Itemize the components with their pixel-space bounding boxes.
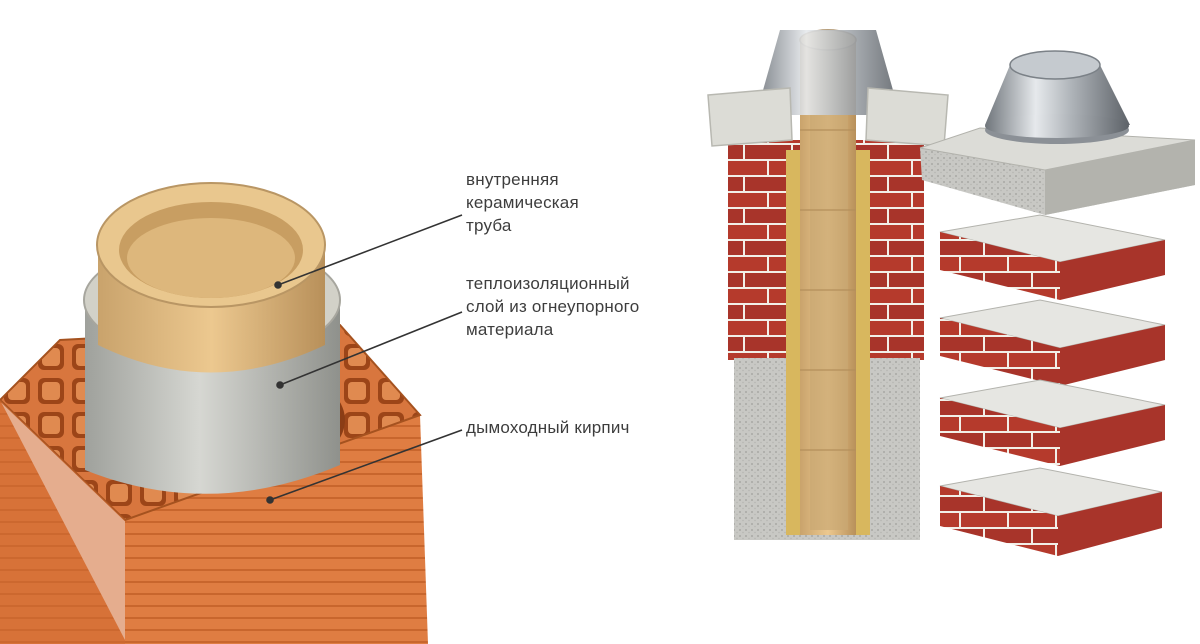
brick-block-4 — [939, 467, 1163, 556]
stacked-chimney-blocks — [919, 50, 1196, 556]
label-chimney-brick: дымоходный кирпич — [466, 416, 630, 439]
label-line: слой из огнеупорного — [466, 297, 640, 316]
brick-block-2 — [939, 299, 1166, 386]
label-line: дымоходный кирпич — [466, 418, 630, 437]
label-line: керамическая — [466, 193, 579, 212]
column-cap-right — [865, 87, 949, 147]
column-insulation-right — [852, 150, 870, 535]
leader-lines — [266, 214, 463, 504]
brick-block-1 — [939, 214, 1166, 300]
label-insulation-layer: теплоизоляционный слой из огнеупорного м… — [466, 272, 639, 341]
leader-inner-pipe — [277, 214, 463, 286]
cutaway-chimney-column — [707, 29, 949, 540]
label-inner-ceramic-pipe: внутренняя керамическая труба — [466, 168, 579, 237]
left-chimney-block — [0, 182, 428, 644]
column-steel-collar — [756, 30, 900, 115]
leader-brick — [269, 429, 463, 501]
label-line: внутренняя — [466, 170, 559, 189]
label-line: теплоизоляционный — [466, 274, 630, 293]
label-line: материала — [466, 320, 554, 339]
label-line: труба — [466, 216, 512, 235]
steel-cap-cone — [985, 65, 1130, 125]
brick-block-3 — [939, 379, 1166, 466]
column-insulation-left — [786, 150, 804, 535]
leader-insulation — [279, 311, 463, 386]
block-front-right-face — [125, 415, 428, 644]
column-cap-left — [707, 87, 793, 147]
